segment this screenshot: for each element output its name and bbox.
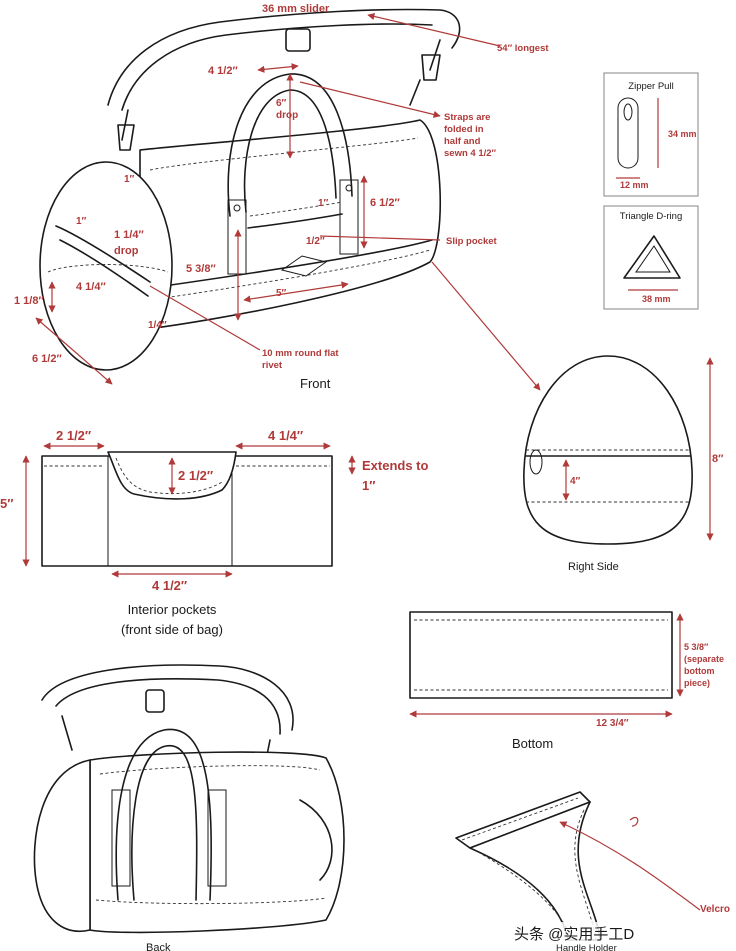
straps-note-line-4: sewn 4 1/2″ bbox=[444, 148, 497, 159]
zipper-pull-height: 34 mm bbox=[668, 129, 697, 139]
interior-bottom-width: 4 1/2″ bbox=[152, 578, 187, 593]
side-6-1-2-label: 6 1/2″ bbox=[32, 353, 62, 365]
bottom-piece: 5 3/8″ (separate bottom piece) 12 3/4″ B… bbox=[409, 611, 724, 751]
bottom-height-1: 5 3/8″ bbox=[684, 642, 709, 652]
slip-pocket-label: Slip pocket bbox=[446, 236, 498, 247]
interior-extends-2: 1″ bbox=[362, 478, 375, 493]
right-side-title: Right Side bbox=[568, 561, 619, 573]
handle-length-label: 6 1/2″ bbox=[370, 197, 400, 209]
bottom-title: Bottom bbox=[512, 736, 553, 751]
bottom-height-2: (separate bbox=[684, 654, 724, 664]
interior-center-depth: 2 1/2″ bbox=[178, 468, 213, 483]
velcro-label: Velcro bbox=[700, 904, 730, 915]
interior-right-width: 4 1/4″ bbox=[268, 428, 303, 443]
bottom-height-3: bottom bbox=[684, 666, 715, 676]
watermark-text: 头条 @实用手工D bbox=[514, 926, 634, 943]
slip-half-label: 1/2″ bbox=[306, 236, 325, 247]
right-height: 8″ bbox=[712, 453, 724, 465]
interior-title-1: Interior pockets bbox=[128, 602, 217, 617]
strap-slider-icon bbox=[285, 28, 311, 52]
front-title: Front bbox=[300, 376, 331, 391]
interior-pockets: 2 1/2″ 4 1/4″ 2 1/2″ Extends to 1″ 5″ 4 … bbox=[0, 428, 429, 637]
rivet-note-line-2: rivet bbox=[262, 360, 283, 371]
d-ring-icon bbox=[623, 235, 681, 279]
interior-left-width: 2 1/2″ bbox=[56, 428, 91, 443]
d-ring-title: Triangle D-ring bbox=[620, 211, 682, 222]
front-dimensions bbox=[35, 12, 541, 391]
handle-tab-label: 1″ bbox=[318, 198, 329, 209]
bottom-width: 12 3/4″ bbox=[596, 718, 629, 729]
side-1-label: 1″ bbox=[76, 216, 87, 227]
right-zipper-pull-icon bbox=[529, 449, 543, 475]
height-label: 5 3/8″ bbox=[186, 263, 216, 275]
back-title: Back bbox=[146, 942, 171, 951]
strap-length-label: 54″ longest bbox=[497, 43, 549, 54]
straps-note-line-1: Straps are bbox=[444, 112, 490, 123]
front-labels: 36 mm slider 54″ longest 4 1/2″ 6″ drop … bbox=[14, 3, 549, 391]
slider-label: 36 mm slider bbox=[262, 3, 330, 15]
handle-holder-title: Handle Holder bbox=[556, 943, 617, 951]
interior-title-2: (front side of bag) bbox=[121, 622, 223, 637]
pocket-width-label: 5″ bbox=[276, 288, 287, 299]
right-zip-drop: 4″ bbox=[570, 476, 581, 487]
zipper-pull-icon bbox=[617, 97, 639, 169]
rivet-note-line-1: 10 mm round flat bbox=[262, 348, 339, 359]
interior-height: 5″ bbox=[0, 496, 13, 511]
side-drop-label: drop bbox=[114, 245, 139, 257]
watermark: 头条 @实用手工D bbox=[508, 922, 688, 944]
zipper-pull-box: Zipper Pull 34 mm 12 mm bbox=[603, 72, 699, 197]
d-ring-box: Triangle D-ring 38 mm bbox=[603, 205, 699, 310]
straps-note-line-2: folded in bbox=[444, 124, 484, 135]
interior-extends-1: Extends to bbox=[362, 458, 429, 473]
bottom-height-4: piece) bbox=[684, 678, 710, 688]
zipper-pull-title: Zipper Pull bbox=[628, 81, 673, 92]
top-span-label: 4 1/2″ bbox=[208, 65, 238, 77]
side-4-1-4-label: 4 1/4″ bbox=[76, 281, 106, 293]
d-ring-width: 38 mm bbox=[642, 294, 671, 304]
side-1-4-label: 1/4″ bbox=[148, 320, 167, 331]
right-side-panel: 4″ 8″ Right Side bbox=[523, 355, 724, 573]
side-1-1-4-label: 1 1/4″ bbox=[114, 229, 144, 241]
straps-note-line-3: half and bbox=[444, 136, 481, 147]
end-1-label: 1″ bbox=[124, 174, 135, 185]
zipper-pull-width: 12 mm bbox=[620, 180, 649, 190]
drop-value-label: 6″ bbox=[276, 98, 287, 109]
back-bag-illustration: Back bbox=[33, 664, 345, 951]
drop-word-label: drop bbox=[276, 110, 298, 121]
front-bag-illustration bbox=[39, 8, 461, 371]
side-1-1-8-label: 1 1/8″ bbox=[14, 295, 44, 307]
